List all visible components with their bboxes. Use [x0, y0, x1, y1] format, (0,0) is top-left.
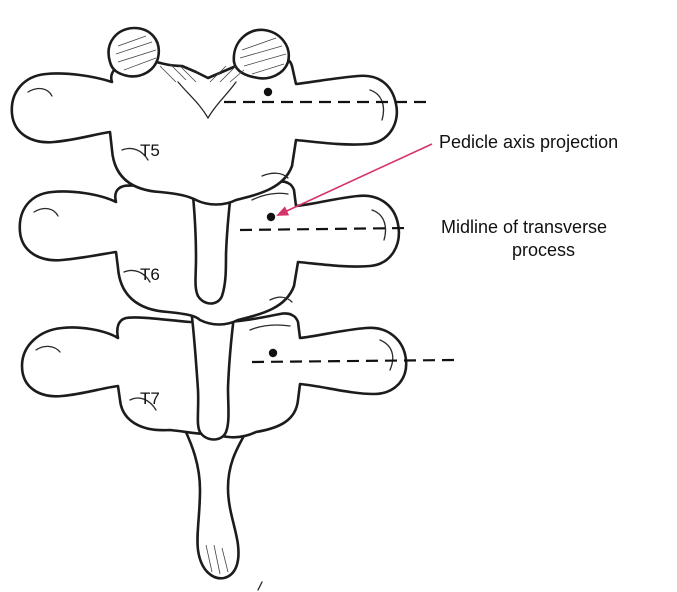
superior-facet-left: [107, 26, 161, 78]
pedicle-axis-arrow: [276, 143, 433, 216]
midline-line-t6: [239, 226, 411, 232]
label-t7: T7: [140, 389, 160, 408]
vertebra-t5: [10, 55, 399, 206]
superior-facet-right: [232, 28, 291, 80]
pedicle-dot-t7: [268, 348, 278, 358]
pedicle-dot-t6: [266, 212, 276, 222]
annotation-midline-line1: Midline of transverse: [441, 217, 607, 237]
label-t6: T6: [140, 265, 160, 284]
annotation-pedicle-axis: Pedicle axis projection: [439, 132, 618, 152]
label-t5: T5: [140, 141, 160, 160]
spinous-process-t6: [188, 298, 238, 441]
spinous-process-t7: [183, 428, 248, 580]
midline-line-t7: [251, 358, 455, 364]
pedicle-dot-t5: [263, 87, 273, 97]
annotation-midline-line2: process: [512, 240, 575, 260]
